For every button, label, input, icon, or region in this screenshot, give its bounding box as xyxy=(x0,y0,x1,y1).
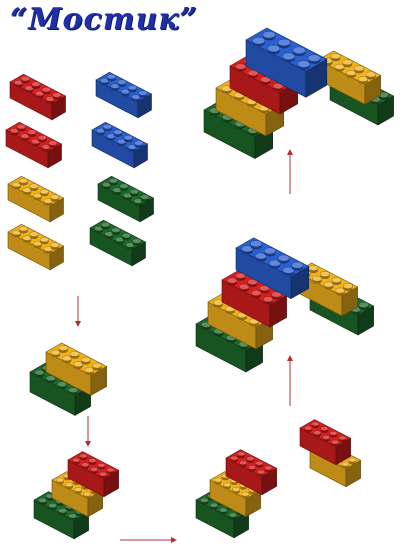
part-brick-blue xyxy=(92,122,148,168)
step-5 xyxy=(204,28,394,159)
part-brick-green xyxy=(98,176,154,222)
part-brick-yellow xyxy=(8,224,64,270)
step-3-brick-red xyxy=(300,420,351,465)
assembly-steps xyxy=(30,28,394,539)
step-3 xyxy=(196,420,361,538)
part-brick-red xyxy=(10,74,66,120)
part-brick-green xyxy=(90,220,146,266)
step-2 xyxy=(34,452,119,539)
part-brick-yellow xyxy=(8,176,64,222)
step-1 xyxy=(30,343,107,415)
parts-list xyxy=(6,72,154,270)
part-brick-blue xyxy=(96,72,152,118)
step-4 xyxy=(196,238,374,372)
part-brick-red xyxy=(6,122,62,168)
step-5-brick-yellow xyxy=(318,51,381,104)
